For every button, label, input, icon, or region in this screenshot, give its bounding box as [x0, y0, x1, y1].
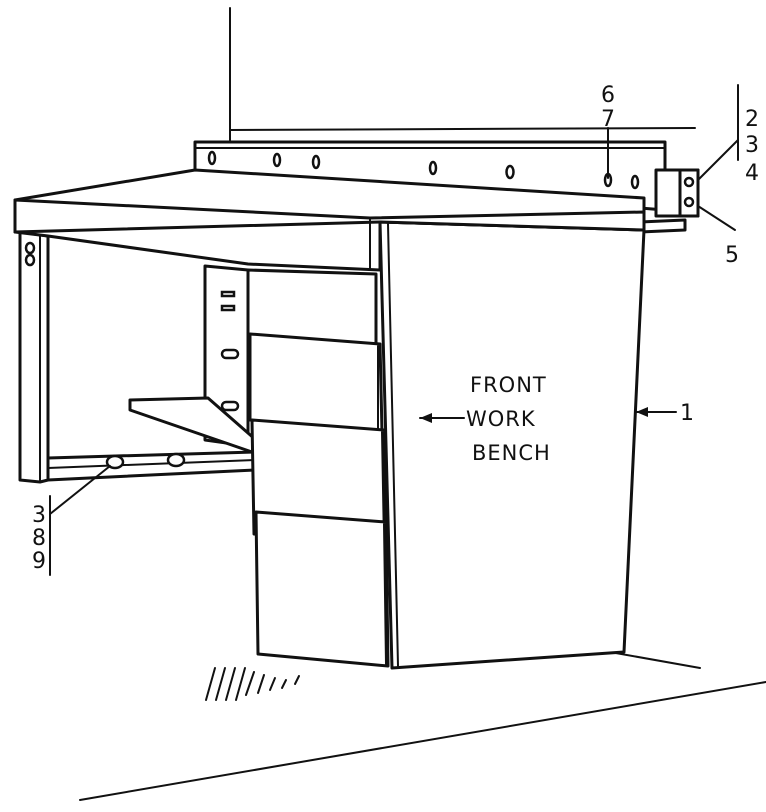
callout-8: 8: [32, 526, 46, 551]
leader-2-3-4: [697, 139, 739, 181]
drawer-2: [248, 332, 384, 434]
floor-shadow-line: [609, 651, 701, 669]
floor-hatching: [205, 667, 300, 701]
left-leg: [18, 230, 50, 484]
callout-3-bottom: 3: [32, 503, 46, 528]
leader-5: [697, 205, 736, 231]
drawer-side-panel: [203, 264, 250, 448]
callout-7: 7: [601, 107, 615, 132]
callout-3-top: 3: [745, 133, 759, 158]
callout-9: 9: [32, 549, 46, 574]
drawer-4: [254, 510, 390, 668]
bench-label: BENCH: [472, 441, 551, 465]
leader-1: [635, 407, 677, 417]
work-label: WORK: [466, 407, 536, 431]
worktop: [13, 168, 646, 272]
callout-1: 1: [680, 401, 694, 426]
front-label: FRONT: [470, 373, 547, 397]
leader-3-8-9: [49, 465, 111, 515]
cross-brace: [46, 450, 257, 482]
floor-edge-line: [79, 681, 766, 801]
brace-bolts: [105, 452, 186, 470]
callout-5: 5: [725, 243, 739, 268]
wall-edge-line: [229, 127, 696, 131]
front-arrow: [419, 413, 465, 423]
corner-bracket: [654, 168, 700, 218]
callout-2: 2: [745, 107, 759, 132]
callout-6: 6: [601, 83, 615, 108]
callout-4: 4: [745, 161, 759, 186]
